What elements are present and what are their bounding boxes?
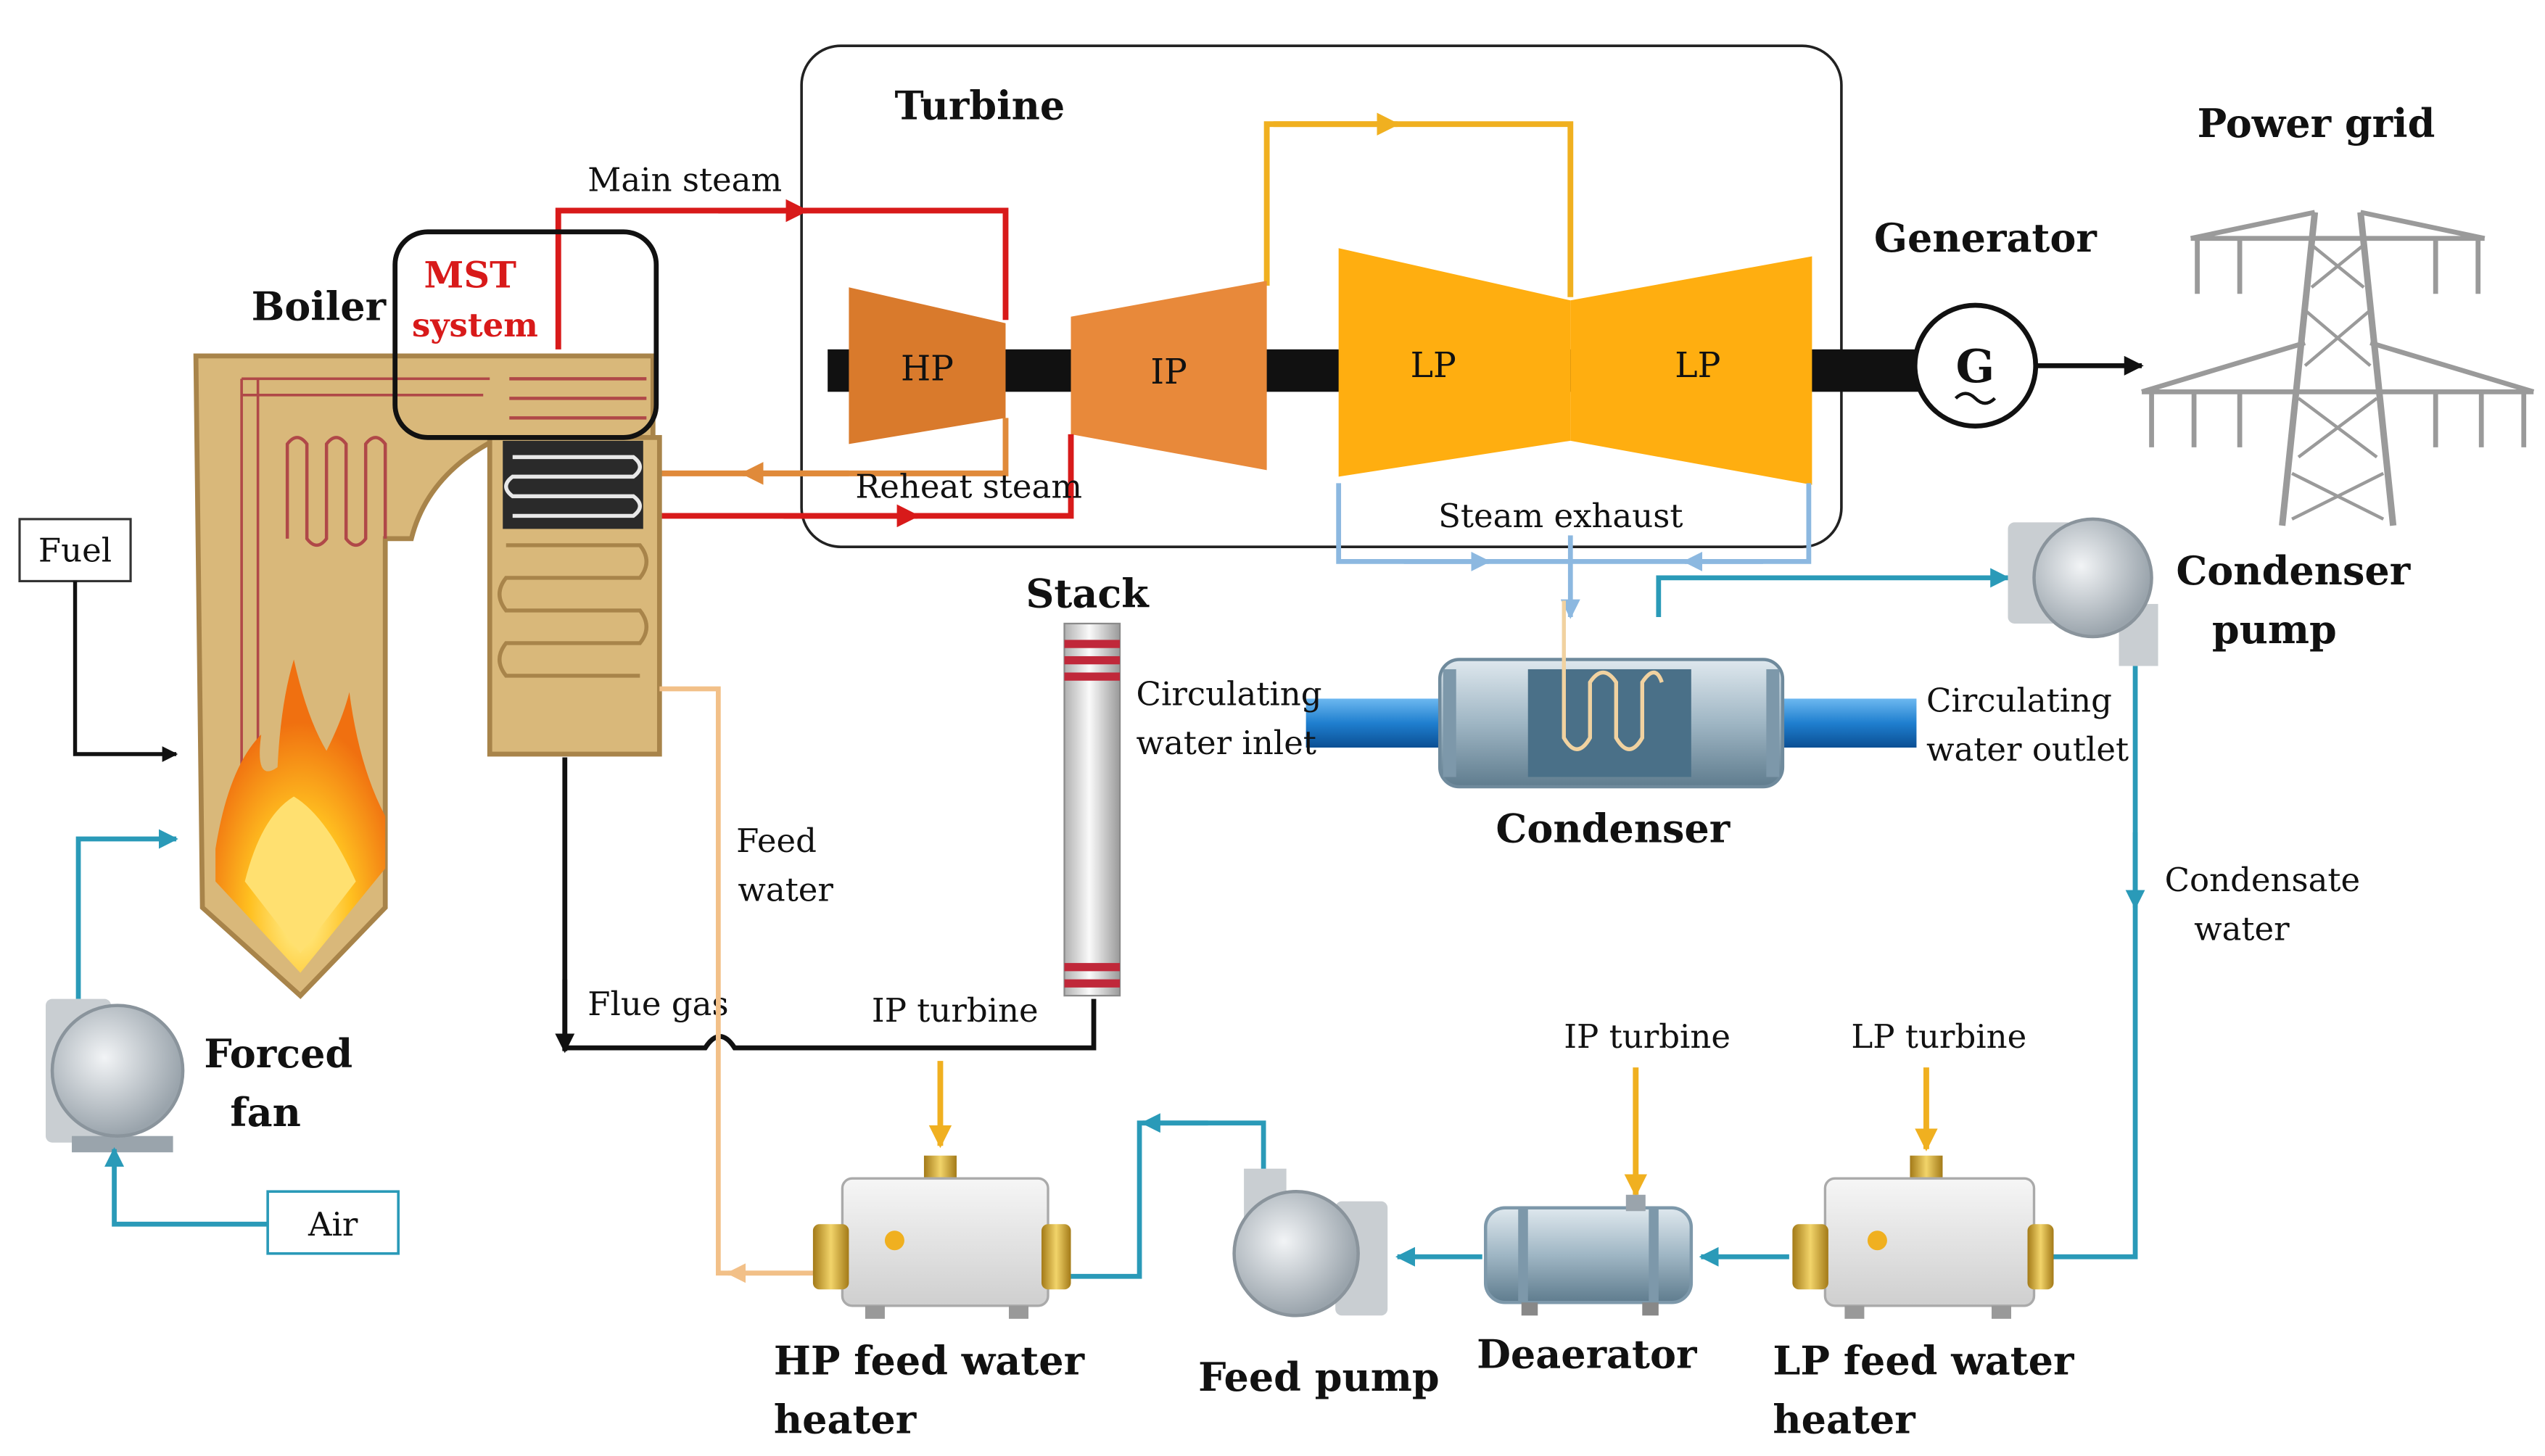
crossover-pipe xyxy=(1263,121,1574,297)
generator-wave xyxy=(1954,392,1997,405)
stack xyxy=(1063,622,1121,997)
circ-inlet-label-1: Circulating xyxy=(1137,674,1322,713)
economizer-coils xyxy=(498,543,649,678)
ip-label: IP xyxy=(1150,352,1187,392)
air-arrow xyxy=(104,1147,268,1227)
power-grid-tower xyxy=(2141,210,2535,526)
condensate-label-2: water xyxy=(2194,910,2290,948)
condenser-label: Condenser xyxy=(1496,806,1730,852)
flue-gas-label: Flue gas xyxy=(587,985,728,1023)
lp-turbine-label: LP turbine xyxy=(1851,1017,2026,1056)
forced-fan-label-2: fan xyxy=(230,1089,300,1136)
hp-heater-label-1: HP feed water xyxy=(774,1337,1085,1383)
air-box xyxy=(266,1190,400,1255)
stack-label: Stack xyxy=(1026,570,1150,616)
flame-core xyxy=(244,796,356,954)
condenser xyxy=(1438,600,1785,789)
hp-feed-water-heater xyxy=(812,1155,1071,1319)
hp-label: HP xyxy=(901,349,954,389)
circulating-inlet-pipe xyxy=(1306,698,1453,748)
boiler-tubes-top xyxy=(242,377,490,397)
feed-water-label-2: water xyxy=(738,871,833,909)
steam-exhaust-label: Steam exhaust xyxy=(1438,497,1683,535)
turbine-label: Turbine xyxy=(894,82,1065,128)
feed-pump-label: Feed pump xyxy=(1198,1354,1440,1400)
circ-outlet-label-1: Circulating xyxy=(1926,681,2112,719)
feed-pump-to-hp-line xyxy=(1071,1120,1266,1279)
circ-inlet-label-2: water inlet xyxy=(1137,724,1316,762)
generator-label: Generator xyxy=(1874,215,2097,261)
lp-label-b: LP xyxy=(1675,346,1720,386)
ip-turbine xyxy=(1071,281,1267,471)
boiler-serpentine xyxy=(285,436,387,547)
feed-pump xyxy=(1232,1168,1388,1318)
power-grid-label: Power grid xyxy=(2198,100,2435,146)
main-steam-label: Main steam xyxy=(587,160,782,199)
lp-feed-water-heater xyxy=(1792,1155,2054,1319)
fuel-arrow xyxy=(73,581,178,762)
condenser-pump-label-1: Condenser xyxy=(2176,547,2410,594)
boiler-label: Boiler xyxy=(252,283,387,329)
lp-turbine-b xyxy=(1570,256,1812,485)
air-inlet-line xyxy=(75,829,178,999)
fuel-label: Fuel xyxy=(38,531,112,569)
condensate-to-pump-line xyxy=(1656,568,2010,617)
steam-exhaust-line xyxy=(1336,483,1812,564)
deaerator xyxy=(1483,1194,1694,1316)
lp-heater-label-2: heater xyxy=(1773,1396,1915,1442)
reheat-steam-label: Reheat steam xyxy=(855,468,1082,506)
mst-system-box xyxy=(392,229,659,440)
ip-turbine-hp-label: IP turbine xyxy=(872,991,1039,1030)
condensate-label-1: Condensate xyxy=(2165,861,2361,899)
forced-fan xyxy=(46,998,185,1153)
hp-heater-label-2: heater xyxy=(774,1396,917,1442)
feed-water-line xyxy=(659,686,849,1276)
reheater-coils xyxy=(504,455,642,518)
feed-water-label-1: Feed xyxy=(736,822,817,860)
hp-turbine xyxy=(849,287,1006,444)
lp-turbine-a xyxy=(1338,248,1571,477)
circulating-outlet-pipe xyxy=(1779,698,1917,748)
air-label: Air xyxy=(308,1205,358,1244)
lp-label-a: LP xyxy=(1411,346,1456,386)
superheater-coils xyxy=(509,377,647,420)
mst-label-2: system xyxy=(412,306,538,344)
forced-fan-label-1: Forced xyxy=(204,1030,352,1077)
condenser-pump xyxy=(2008,517,2158,666)
deaerator-label: Deaerator xyxy=(1477,1331,1697,1377)
turbine-enclosure xyxy=(800,44,1843,548)
condenser-pump-label-2: pump xyxy=(2212,606,2337,653)
circ-outlet-label-2: water outlet xyxy=(1926,730,2129,769)
ip-turbine-dea-label: IP turbine xyxy=(1564,1017,1731,1056)
lp-heater-label-1: LP feed water xyxy=(1773,1337,2074,1383)
generator-symbol: G xyxy=(1956,339,1995,393)
mst-label-1: MST xyxy=(424,254,517,296)
